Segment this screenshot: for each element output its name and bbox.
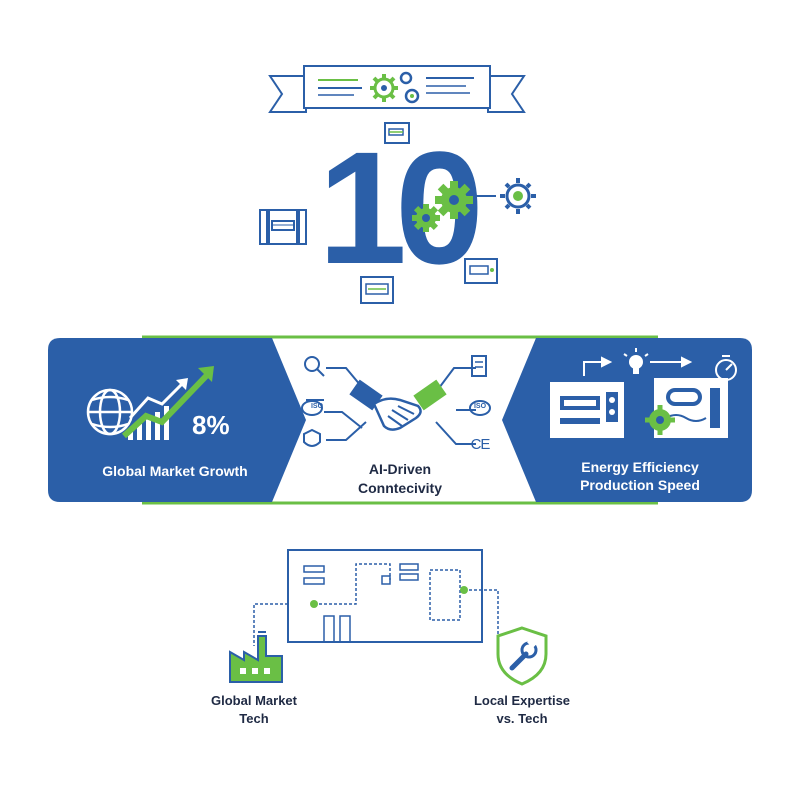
- factory-icon: [229, 631, 283, 683]
- iso-badge-right: ISO: [473, 403, 487, 410]
- local-expertise-label-1: Local Expertise: [473, 693, 571, 708]
- gear-icon: [476, 178, 536, 214]
- iso-badge-left: ISO: [310, 403, 324, 410]
- energy-efficiency-label: Energy Efficiency: [581, 459, 699, 475]
- growth-stat: 8%: [192, 410, 230, 440]
- connectivity-label: Conntecivity: [357, 480, 442, 496]
- global-market-tech-label-1: Global Market: [211, 693, 297, 708]
- production-flow-icon: [550, 348, 737, 438]
- global-market-growth-label: Global Market Growth: [102, 463, 248, 479]
- globe-growth-icon: [86, 366, 214, 440]
- global-market-tech-label-2: Tech: [239, 711, 269, 726]
- ce-mark: CE: [470, 436, 491, 453]
- shield-wrench-icon: [496, 626, 548, 686]
- circuit-diagram: [253, 549, 499, 646]
- machine-icon: [384, 122, 410, 144]
- machine-icon: [259, 209, 307, 245]
- machine-icon: [464, 258, 498, 284]
- gear-icon: [412, 181, 473, 232]
- ribbon-banner: [268, 65, 526, 113]
- machine-icon: [360, 276, 394, 304]
- handshake-network-icon: [301, 355, 491, 447]
- ai-driven-label: AI-Driven: [368, 461, 432, 477]
- local-expertise-label-2: vs. Tech: [496, 711, 548, 726]
- production-speed-label: Production Speed: [580, 477, 700, 493]
- gear-icon: [370, 71, 420, 104]
